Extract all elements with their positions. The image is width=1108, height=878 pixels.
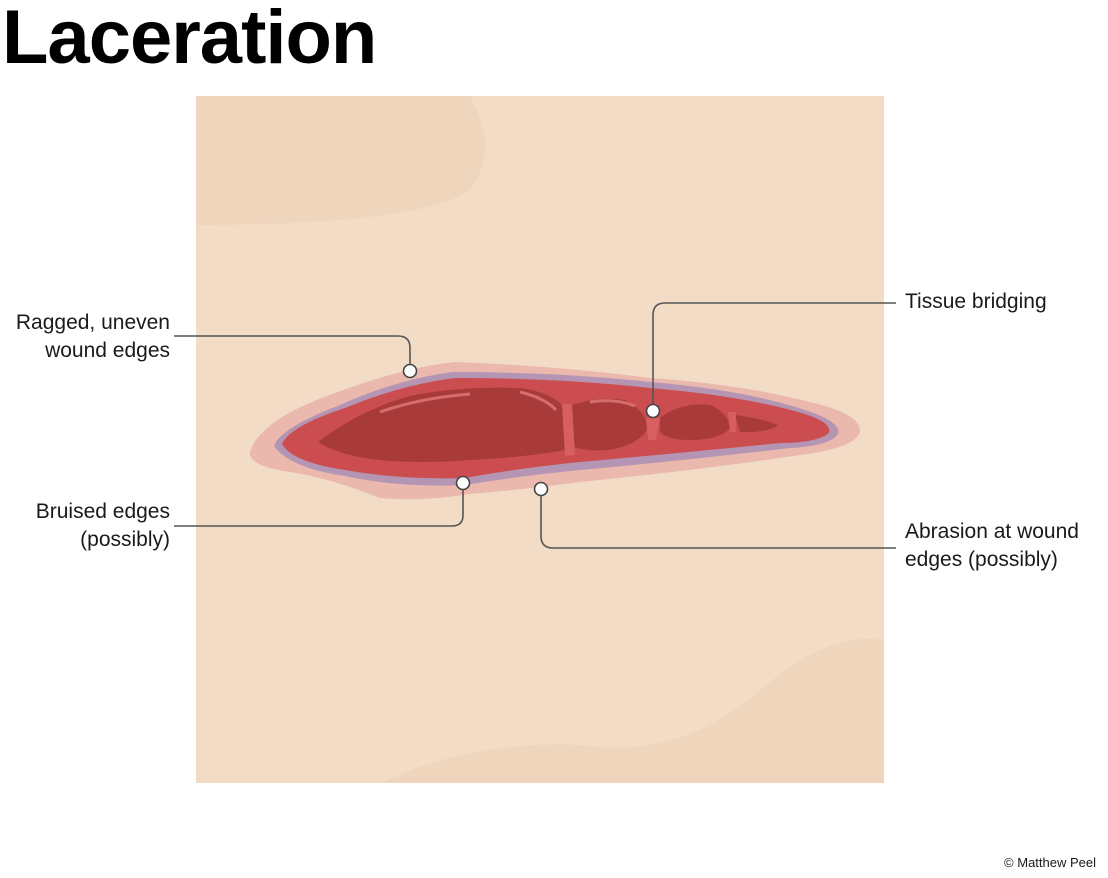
page-title: Laceration [2,0,377,80]
label-ragged-edges: Ragged, uneven wound edges [16,309,170,365]
skin-shade-top [196,96,485,225]
label-tissue-bridging: Tissue bridging [905,288,1047,316]
copyright-notice: © Matthew Peel [1004,855,1096,870]
leader-line-bruised [174,483,464,527]
ragged-highlight [379,390,636,414]
label-ragged-edges-line-2: wound edges [45,339,170,362]
wound-deep-tip [735,415,778,433]
marker-tissue-bridging [645,403,661,419]
skin-shade-bottom [380,638,884,783]
wound-deep-right [660,404,730,440]
marker-bruised-edges [455,475,471,491]
wound-deep-left [318,387,567,462]
label-bruised-edges: Bruised edges (possibly) [36,498,170,554]
leader-line-bridging [652,302,896,411]
tissue-bridge-2 [646,418,660,440]
wound-deep-middle [570,398,648,451]
label-tissue-bridging-text: Tissue bridging [905,290,1047,313]
label-ragged-edges-line-1: Ragged, uneven [15,311,170,334]
leader-line-abrasion [540,489,896,549]
leader-line-ragged [174,335,411,371]
label-bruised-edges-line-1: Bruised edges [35,500,170,523]
label-abrasion-line-1: Abrasion at wound [905,520,1079,543]
marker-abrasion [533,481,549,497]
label-abrasion: Abrasion at wound edges (possibly) [905,518,1079,574]
tissue-bridge-1 [562,404,575,456]
leader-lines [174,302,896,549]
tissue-bridge-3 [728,412,736,432]
label-bruised-edges-line-2: (possibly) [80,528,170,551]
label-abrasion-line-2: edges (possibly) [905,548,1058,571]
marker-ragged-edges [402,363,418,379]
